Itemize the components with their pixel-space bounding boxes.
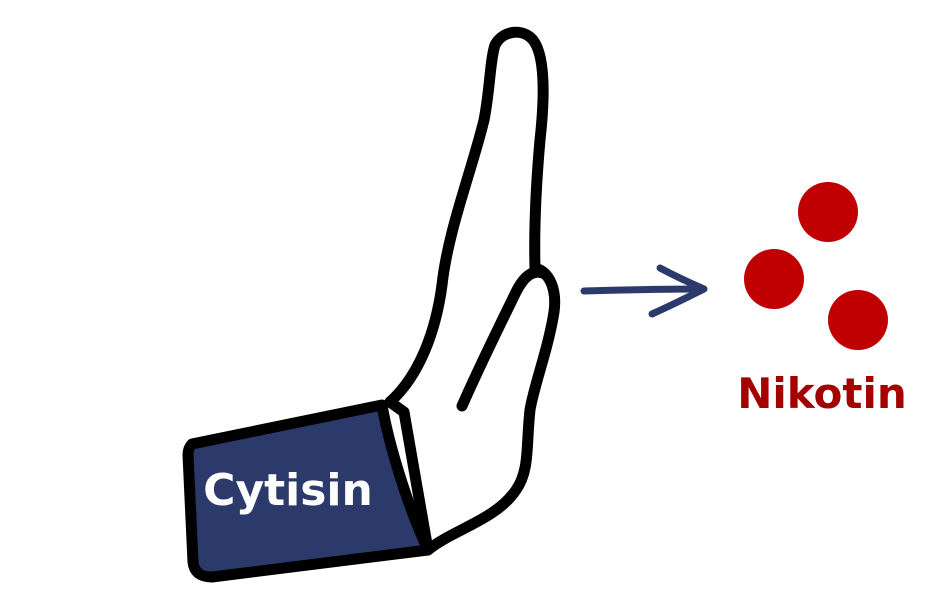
nicotine-molecule [828,290,888,350]
sleeve-cuff: Cytisin [182,399,434,583]
nicotine-molecule-icon [744,182,888,350]
hand-palm [384,26,561,556]
cytisin-label: Cytisin [203,465,373,516]
arrow-shaft [580,285,704,295]
arrow-right-icon [580,264,708,318]
nicotine-molecule [744,249,804,309]
sleeve-shape [182,399,434,583]
hand-thumb [456,266,551,412]
raised-hand-stop-icon [384,26,561,556]
nicotine-molecule [798,182,858,242]
nikotin-label: Nikotin [737,369,907,418]
arrow-head [648,264,708,318]
